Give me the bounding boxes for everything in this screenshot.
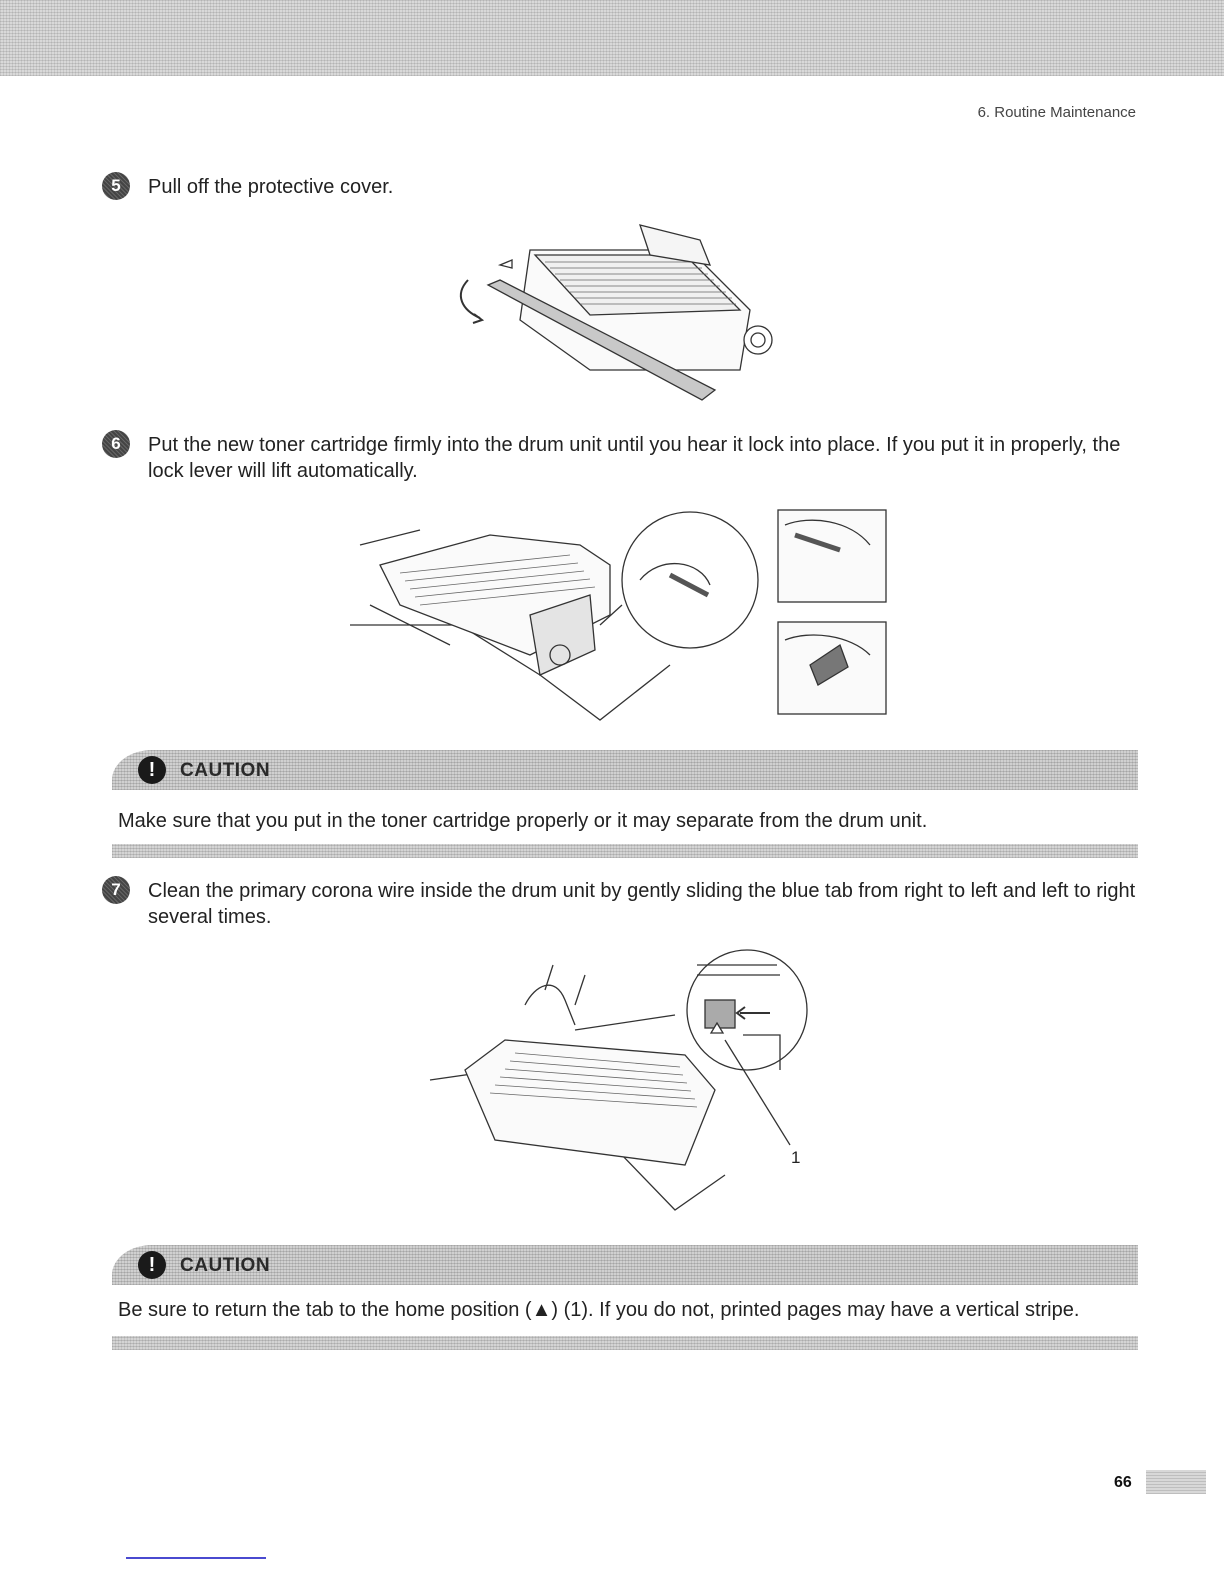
caution-label: CAUTION — [180, 1255, 271, 1276]
page-tab — [1146, 1470, 1206, 1494]
caution-text: Be sure to return the tab to the home po… — [118, 1299, 1080, 1321]
caution-footer-band — [112, 1336, 1138, 1350]
callout-label: 1 — [791, 1148, 800, 1167]
caution-banner: ! CAUTION — [112, 1245, 1138, 1285]
exclamation-circle-icon: ! — [138, 1251, 166, 1279]
protective-cover-illustration — [459, 224, 773, 401]
toner-insertion-illustration — [350, 509, 887, 721]
step-text: Pull off the protective cover. — [148, 176, 394, 198]
step-number-badge: 5 — [102, 172, 130, 200]
bottom-rule — [126, 1557, 266, 1559]
step-number-badge: 7 — [102, 876, 130, 904]
caution-footer-band — [112, 844, 1138, 858]
caution-banner: ! CAUTION — [112, 750, 1138, 790]
caution-text: Make sure that you put in the toner cart… — [118, 810, 928, 832]
caution-label: CAUTION — [180, 760, 271, 781]
top-header-band — [0, 0, 1224, 76]
step-text: Clean the primary corona wire inside the… — [148, 880, 1136, 928]
step-number-badge: 6 — [102, 430, 130, 458]
step-text: Put the new toner cartridge firmly into … — [148, 434, 1121, 482]
exclamation-circle-icon: ! — [138, 756, 166, 784]
running-head: 6. Routine Maintenance — [977, 104, 1136, 121]
page-number: 66 — [1114, 1474, 1132, 1491]
corona-wire-illustration: 1 — [429, 949, 808, 1211]
